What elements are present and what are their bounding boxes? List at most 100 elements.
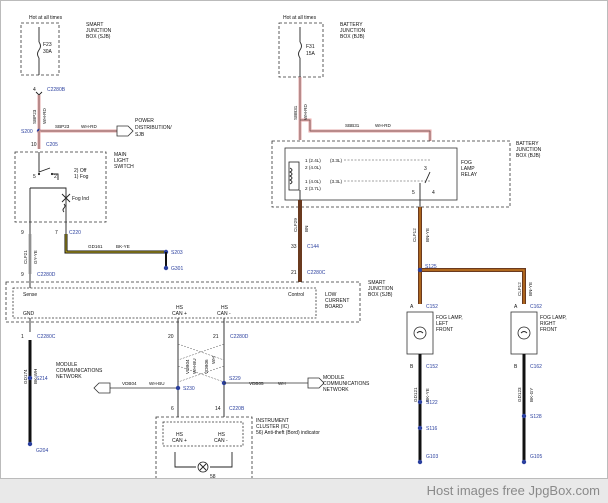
mcn-left-label-3: NETWORK: [56, 374, 82, 380]
lcb-label-3: BOARD: [325, 304, 343, 310]
switch-pin-5: 5: [33, 174, 36, 180]
sjb-top-label-1: SMART: [86, 22, 103, 28]
pin-14: 14: [215, 406, 221, 412]
pin-9-top: 9: [21, 230, 24, 236]
wire-clf21: CLF21: [23, 250, 28, 264]
switch-contact-icon: [38, 152, 51, 173]
wire-sbp23-horizontal: SBP23: [55, 124, 70, 129]
relay-pin-3: 3: [424, 166, 427, 172]
wire-whbu-horizontal: WH-BU: [149, 381, 165, 386]
connector-c2280c-top: C2280C: [307, 270, 326, 276]
fuse-f23-icon: [37, 41, 41, 59]
wire-whrd-horizontal-2: WH-RD: [375, 123, 392, 128]
ic-can-plus-label: CAN +: [172, 438, 187, 444]
fuse-f23-id: F23: [43, 42, 52, 48]
wire-clf12-b: CLF12: [517, 282, 522, 296]
power-distribution-label-3: SJB: [135, 132, 145, 138]
pin-a-left: A: [410, 304, 414, 310]
connector-c144: C144: [307, 244, 319, 250]
fog-lamp-left-label-3: FRONT: [436, 327, 453, 333]
host-footer-bar: Host images free JpgBox.com: [0, 479, 608, 503]
switch-position-fog: 1) Fog: [74, 174, 89, 180]
fuse-f31-icon: [298, 41, 302, 59]
ground-g301-dot: [163, 265, 169, 271]
sjb-mid-label-3: BOX (SJB): [368, 292, 393, 298]
label-hot-at-all-times-right: Hot at all times: [283, 15, 317, 21]
fog-lamp-left-icon: [413, 326, 427, 340]
arrow-to-mcn-left-icon: [93, 382, 111, 394]
relay-3-3l-a: (3.3L): [330, 158, 342, 163]
pin-7: 7: [55, 230, 58, 236]
relay-label-3: RELAY: [461, 172, 478, 178]
ic-hs-label-1: HS: [176, 432, 184, 438]
bjb-mid-label-3: BOX (BJB): [516, 153, 541, 159]
fog-lamp-right-icon: [517, 326, 531, 340]
wire-gd123: GD123: [517, 387, 522, 402]
gnd-label: GND: [23, 311, 35, 317]
connector-c2280c-bottom: C2280C: [37, 334, 56, 340]
main-light-switch-label-3: SWITCH: [114, 164, 134, 170]
relay-label-1: FOG: [461, 160, 472, 166]
wire-vdb04-horizontal: VDB04: [122, 381, 137, 386]
connector-c162-bottom: C162: [530, 364, 542, 370]
wire-sbb31-vertical: SBB31: [293, 105, 298, 120]
fog-lamp-left-label-2: LEFT: [436, 321, 448, 327]
splice-s116: S116: [426, 426, 438, 432]
splice-s214-dot: [27, 375, 33, 381]
pin-b-right: B: [514, 364, 518, 370]
wire-gyye: GY-YE: [33, 250, 38, 264]
bjb-relay-box: [271, 140, 511, 208]
splice-s128: S128: [530, 414, 542, 420]
splice-s230: S230: [183, 386, 195, 392]
splice-s230-dot: [175, 385, 181, 391]
pin-20: 20: [168, 334, 174, 340]
bjb-fuse-box: [278, 22, 324, 78]
wire-wh-vertical: WH: [211, 356, 216, 364]
fog-indicator-label: Fog Ind: [72, 196, 89, 202]
wire-whrd-horizontal: WH-RD: [81, 124, 98, 129]
wire-bkwh: BK-WH: [33, 369, 38, 384]
hs-can-plus-label-2: CAN +: [172, 311, 187, 317]
hs-can-minus-label-2: CAN -: [217, 311, 231, 317]
pin-a-right: A: [514, 304, 518, 310]
pin-6: 6: [171, 406, 174, 412]
sjb-mid-label-1: SMART: [368, 280, 385, 286]
wire-vdb05-horizontal: VDB05: [249, 381, 264, 386]
ic-hs-label-2: HS: [218, 432, 226, 438]
fog-lamp-right-label-1: FOG LAMP,: [540, 315, 567, 321]
wire-clf12-a: CLF12: [412, 228, 417, 242]
splice-s125-dot: [417, 267, 423, 273]
connector-c152-bottom: C152: [426, 364, 438, 370]
relay-3-3l-b: (3.3L): [330, 179, 342, 184]
ic-pin-58: 58: [210, 474, 216, 480]
splice-s128-dot: [521, 413, 527, 419]
relay-pin-4: 4: [432, 190, 435, 196]
wire-sbp23-vertical: SBP23: [32, 109, 37, 124]
ground-g103-dot: [417, 459, 423, 465]
ground-g105: G105: [530, 454, 542, 460]
sjb-mid-label-2: JUNCTION: [368, 286, 394, 292]
connector-c162-top: C162: [530, 304, 542, 310]
wire-bnye-b: BN-YE: [528, 282, 533, 296]
ic-label-1: INSTRUMENT: [256, 418, 289, 424]
bjb-top-label-1: BATTERY: [340, 22, 363, 28]
mcn-left-label-1: MODULE: [56, 362, 78, 368]
wire-gd161: GD161: [88, 244, 103, 249]
label-hot-at-all-times-left: Hot at all times: [29, 15, 63, 21]
relay-pin-1-24l: 1 (2.4L): [305, 158, 321, 163]
connector-c220b: C220B: [229, 406, 245, 412]
mcn-right-label-1: MODULE: [323, 375, 345, 381]
connector-c2280d-bottom: C2280D: [230, 334, 249, 340]
fog-lamp-relay: [284, 147, 458, 201]
wire-bn: BN: [304, 226, 309, 232]
bjb-top-label-3: BOX (BJB): [340, 34, 365, 40]
sjb-top-label-3: BOX (SJB): [86, 34, 111, 40]
main-light-switch-label-2: LIGHT: [114, 158, 129, 164]
wire-bnye-a: BN-YE: [425, 228, 430, 242]
arrow-to-power-distribution-icon: [116, 125, 134, 137]
ground-g103: G103: [426, 454, 438, 460]
fog-lamp-left-label-1: FOG LAMP,: [436, 315, 463, 321]
connector-c205: C205: [46, 142, 58, 148]
power-distribution-label-1: POWER: [135, 118, 154, 124]
